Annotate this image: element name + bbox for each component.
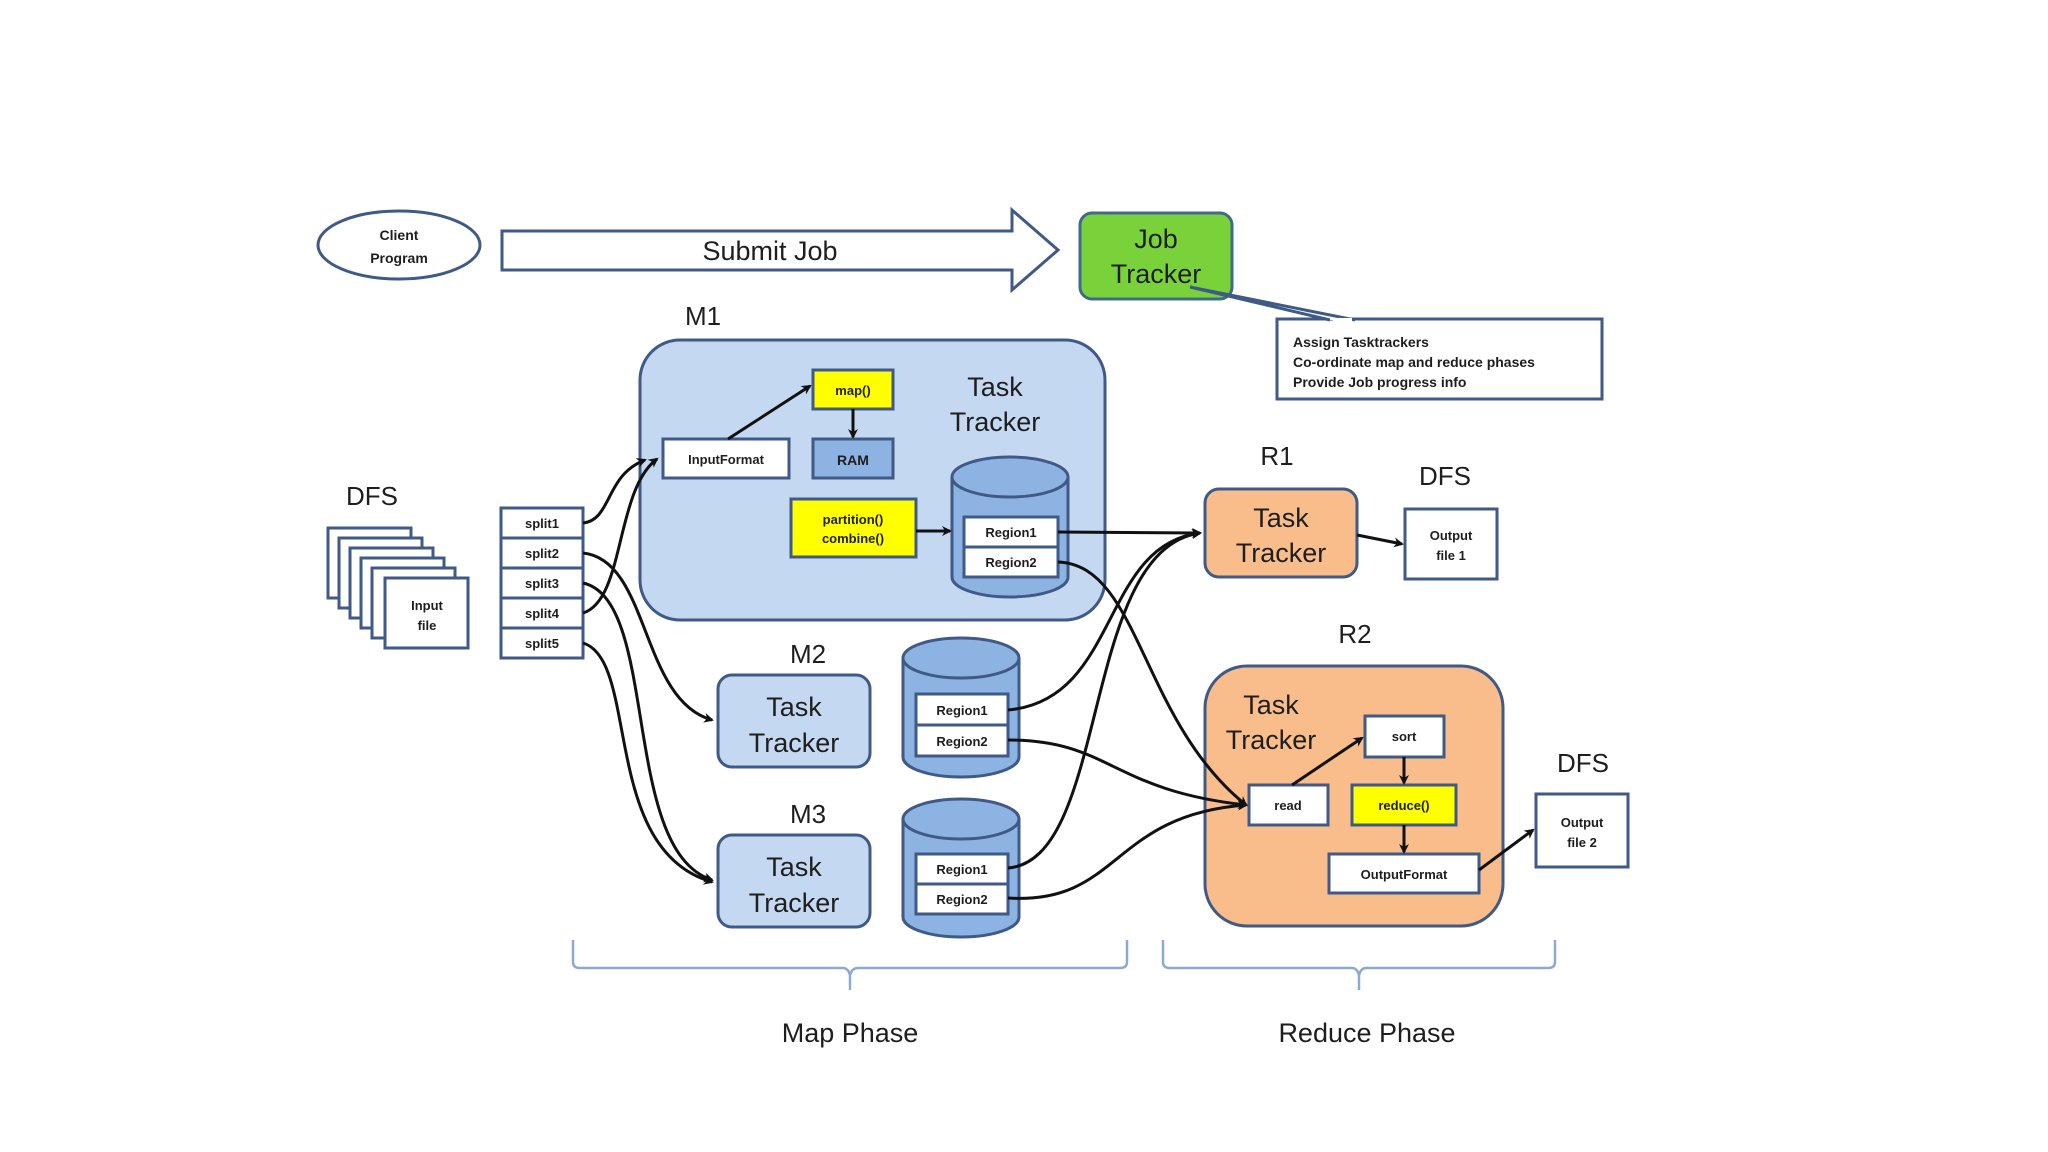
split2-to-m2-arrow <box>582 551 714 723</box>
r2-dfs-label: DFS <box>1557 748 1609 778</box>
input-file-stack: Input file <box>326 526 470 650</box>
r2-label: R2 <box>1338 619 1371 649</box>
m1-tt-label-2: Tracker <box>950 407 1041 437</box>
r2-tt-label-2: Tracker <box>1226 725 1317 755</box>
split-label: split3 <box>525 576 559 591</box>
m3-region1-to-r1-arrow <box>1007 529 1202 870</box>
split1-to-m1-arrow <box>582 458 647 525</box>
m1-region2-label: Region2 <box>985 555 1036 570</box>
m3-task-tracker: Task Tracker <box>716 833 872 929</box>
split-label: split5 <box>525 636 559 651</box>
callout-line-3: Provide Job progress info <box>1293 374 1466 390</box>
reduce-phase-label: Reduce Phase <box>1278 1018 1455 1048</box>
output-file-2-label-2: file 2 <box>1567 835 1597 850</box>
input-file-label-1: Input <box>411 598 443 613</box>
m3-region1-label: Region1 <box>936 862 987 877</box>
combine-label: combine() <box>822 531 884 546</box>
map-phase-brace <box>571 940 1129 990</box>
m3-region2-to-r2-arrow <box>1007 800 1248 900</box>
ram-box <box>811 437 895 480</box>
read-label: read <box>1274 798 1302 813</box>
m1-region2-to-r2-arrow <box>1057 560 1248 807</box>
reduce-function-label: reduce() <box>1378 798 1429 813</box>
output-format-box <box>1327 852 1481 895</box>
output-file-2: Output file 2 <box>1534 792 1630 869</box>
client-program: Client Program <box>316 209 482 281</box>
r1-task-tracker: Task Tracker <box>1203 487 1359 579</box>
split5-to-m3-arrow <box>582 641 714 885</box>
r1-to-output-file-1-arrow <box>1356 533 1404 548</box>
m3-tt-label-2: Tracker <box>749 888 840 918</box>
m3-tt-label-1: Task <box>766 852 822 882</box>
read-box <box>1247 783 1330 827</box>
m1-region1-label: Region1 <box>985 525 1036 540</box>
partition-label: partition() <box>823 512 884 527</box>
split-label: split2 <box>525 546 559 561</box>
output-file-1: Output file 1 <box>1403 507 1499 581</box>
split4-to-m1-arrow <box>582 457 659 615</box>
m1-tt-label-1: Task <box>967 372 1023 402</box>
m2-tt-label-1: Task <box>766 692 822 722</box>
partition-combine-box <box>789 497 918 559</box>
ram-label: RAM <box>837 452 869 468</box>
client-program-label-1: Client <box>380 227 419 243</box>
m1-internal-arrows <box>727 384 952 536</box>
job-tracker: Job Tracker <box>1078 211 1234 301</box>
m3-region2-box <box>914 882 1010 916</box>
submit-job-arrow: Submit Job <box>500 206 1061 294</box>
m2-region2-label: Region2 <box>936 734 987 749</box>
map-function-label: map() <box>835 383 870 398</box>
m2-region2-to-r2-arrow <box>1007 738 1248 810</box>
job-tracker-label-2: Tracker <box>1111 259 1202 289</box>
input-format-box <box>661 437 791 480</box>
m1-label: M1 <box>685 301 721 331</box>
r2-task-tracker: Task Tracker read sort reduce() OutputFo… <box>1203 664 1505 928</box>
output-format-label: OutputFormat <box>1361 867 1448 882</box>
callout-line-2: Co-ordinate map and reduce phases <box>1293 354 1535 370</box>
split3-to-m3-arrow <box>582 581 714 883</box>
output-file-1-label-2: file 1 <box>1436 548 1466 563</box>
m2-region1-to-r1-arrow <box>1007 529 1202 712</box>
r2-tt-label-1: Task <box>1243 690 1299 720</box>
m1-region1-to-r1-arrow <box>1057 527 1202 538</box>
submit-job-label: Submit Job <box>702 236 837 266</box>
m1-task-tracker: Task Tracker InputFormat map() RAM parti… <box>638 338 1107 622</box>
data-flow-arrows <box>582 457 1535 900</box>
job-tracker-label-1: Job <box>1134 224 1178 254</box>
m1-region2-box <box>962 545 1060 579</box>
callout-line-1: Assign Tasktrackers <box>1293 334 1429 350</box>
split-box <box>499 596 585 630</box>
r1-tt-label-1: Task <box>1253 503 1309 533</box>
split-label: split1 <box>525 516 559 531</box>
m2-task-tracker: Task Tracker <box>716 673 872 769</box>
r1-tt-label-2: Tracker <box>1236 538 1327 568</box>
map-phase-label: Map Phase <box>782 1018 919 1048</box>
m3-region2-label: Region2 <box>936 892 987 907</box>
m2-label: M2 <box>790 639 826 669</box>
dfs-input-label: DFS <box>346 481 398 511</box>
sort-label: sort <box>1392 729 1417 744</box>
split-box <box>499 626 585 660</box>
m2-region1-label: Region1 <box>936 703 987 718</box>
m2-tt-label-2: Tracker <box>749 728 840 758</box>
output-file-2-label-1: Output <box>1561 815 1604 830</box>
r2-to-output-file-2-arrow <box>1478 828 1535 872</box>
split-list: split1 split2 split3 split4 split5 <box>499 506 585 660</box>
reduce-phase-brace <box>1161 940 1557 990</box>
client-program-label-2: Program <box>370 250 428 266</box>
split-label: split4 <box>525 606 560 621</box>
input-format-label: InputFormat <box>688 452 764 467</box>
r1-label: R1 <box>1260 441 1293 471</box>
r2-internal-arrows <box>1291 736 1409 854</box>
m3-label: M3 <box>790 799 826 829</box>
sort-box <box>1363 714 1446 759</box>
r1-dfs-label: DFS <box>1419 461 1471 491</box>
output-file-1-label-1: Output <box>1430 528 1473 543</box>
job-tracker-callout: Assign Tasktrackers Co-ordinate map and … <box>1189 285 1604 401</box>
input-file-label-2: file <box>418 618 437 633</box>
